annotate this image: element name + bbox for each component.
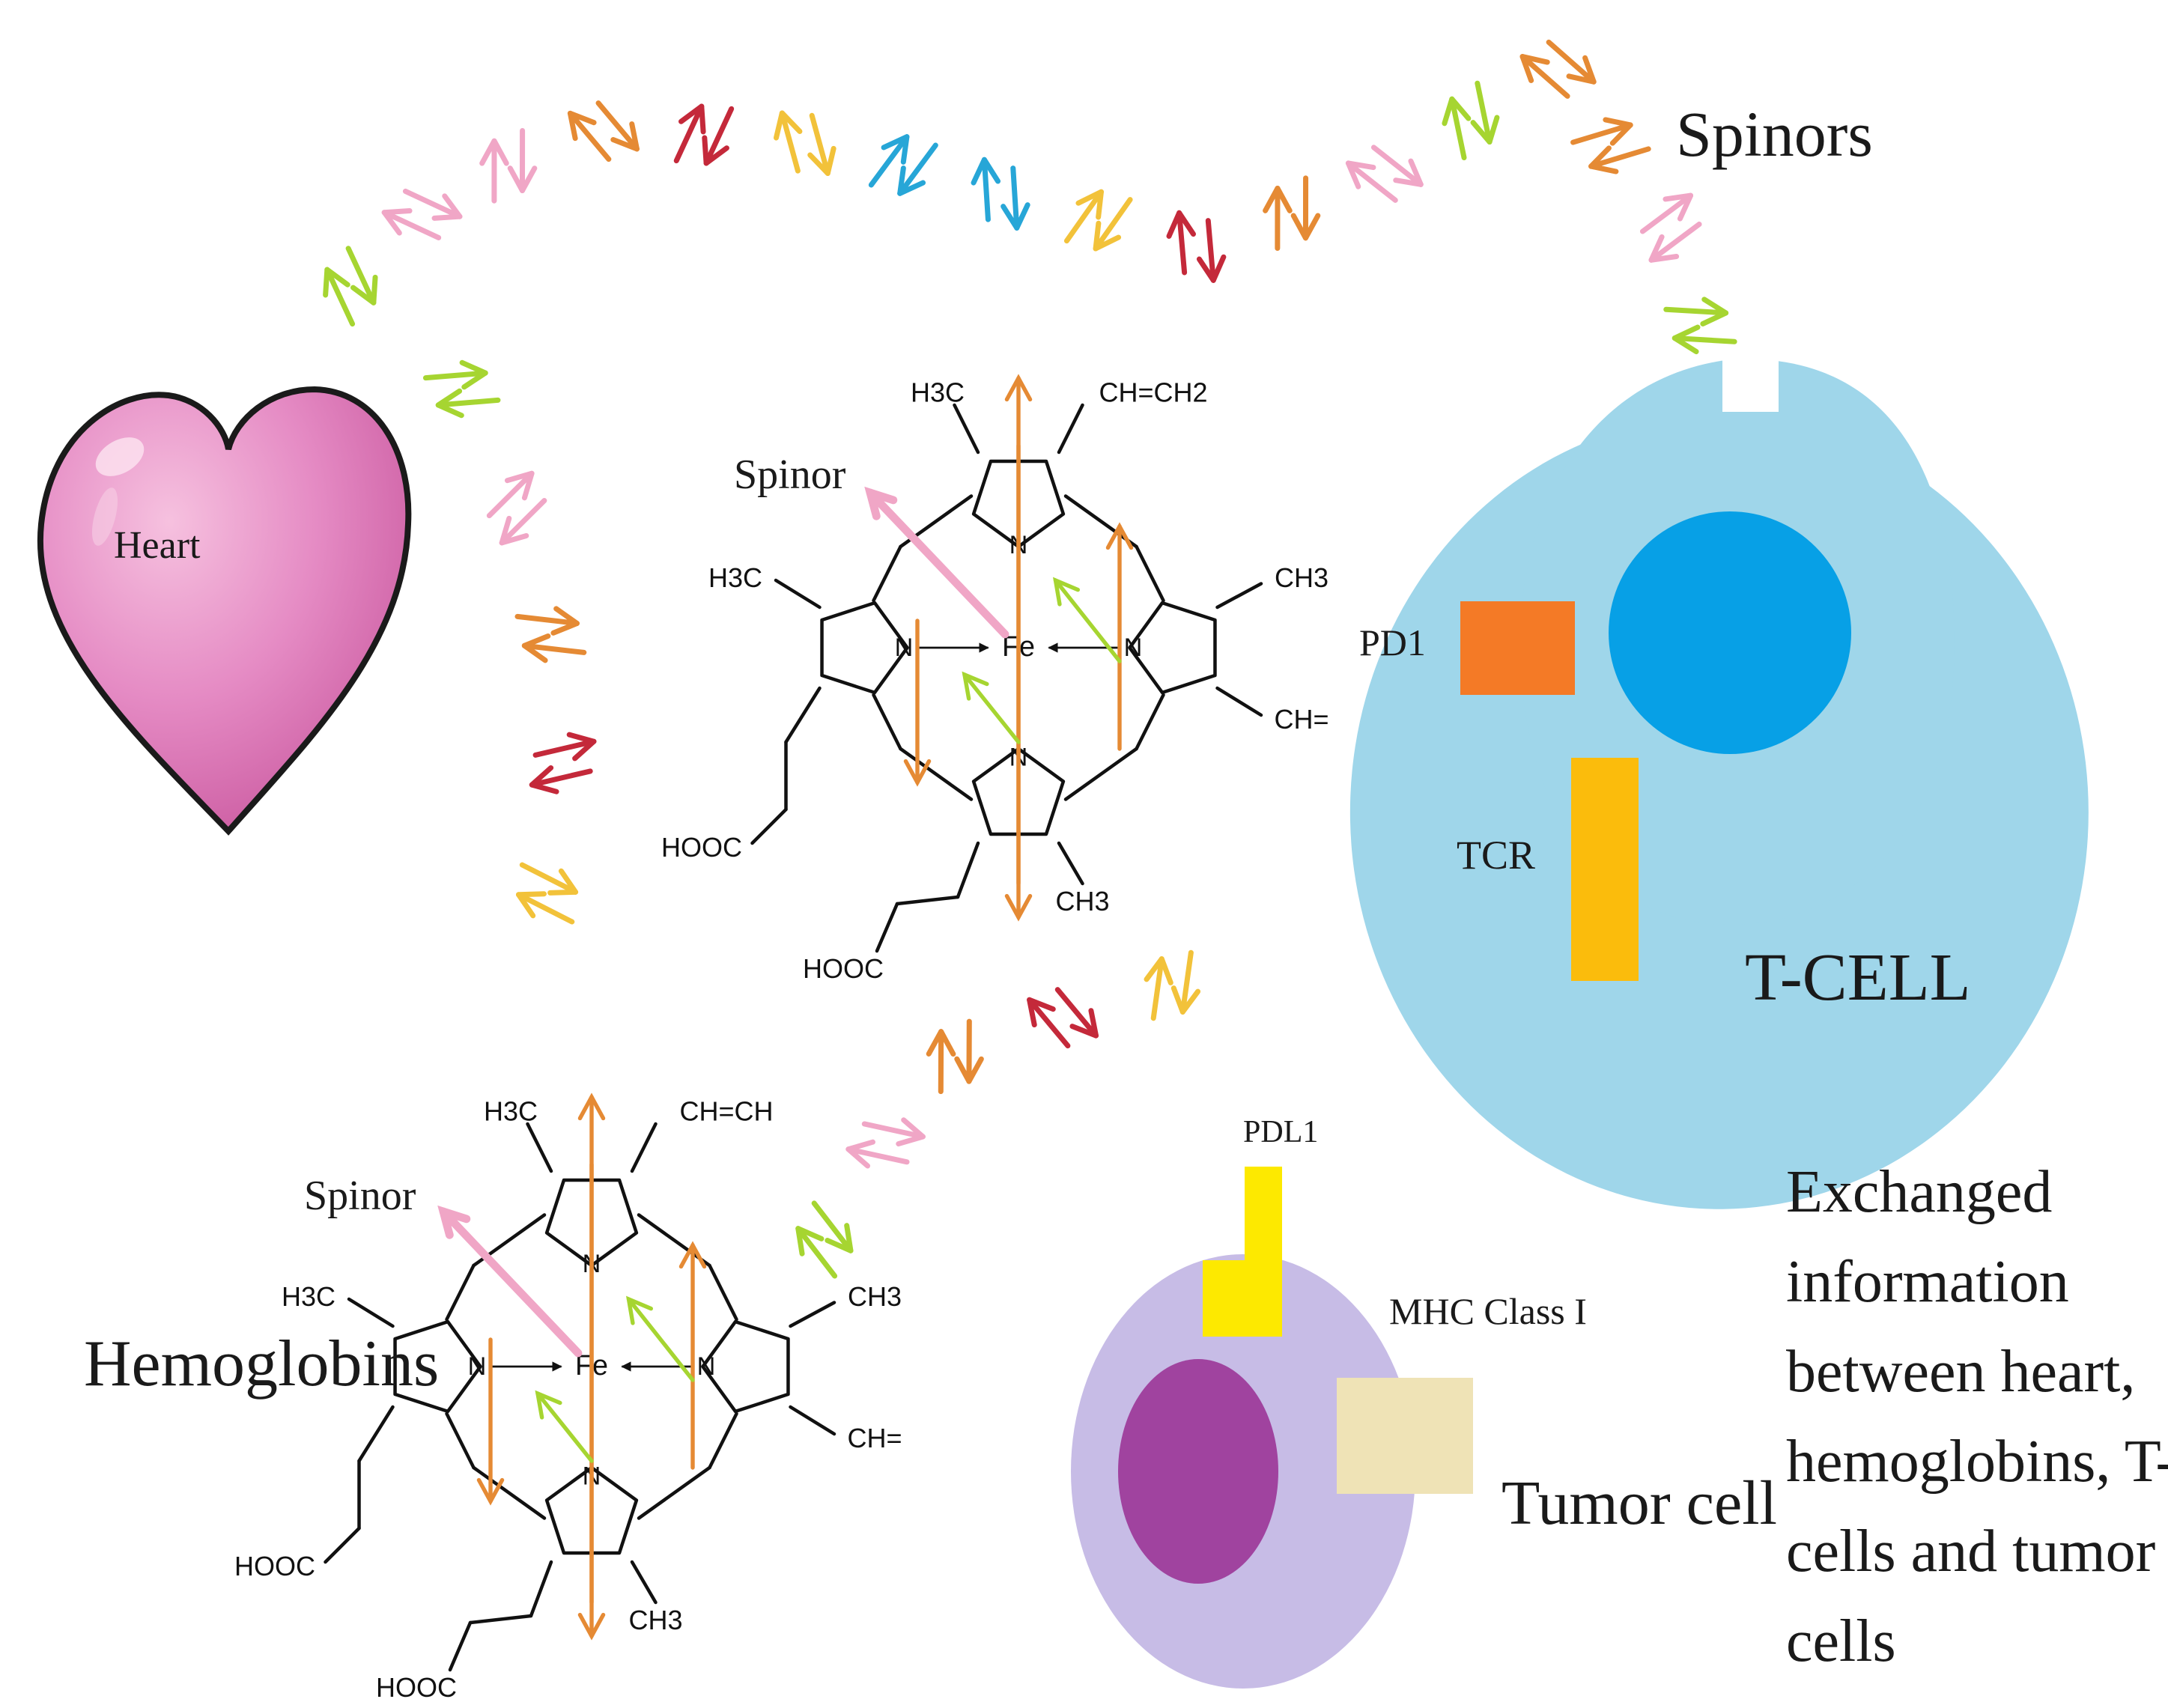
- chem-label: H3C: [282, 1281, 335, 1312]
- spinor-arrow-pair: [845, 1117, 926, 1169]
- pd1-receptor: [1460, 601, 1575, 695]
- caption: Exchanged information between heart, hem…: [1786, 1159, 2168, 1674]
- caption-line-6: cells: [1786, 1608, 1896, 1674]
- chem-label: CH=CH: [679, 1096, 773, 1127]
- chem-label: HOOC: [376, 1672, 457, 1703]
- spinor-arrow-pair: [1166, 210, 1227, 283]
- chem-label: HOOC: [234, 1551, 315, 1581]
- tumor-cell-label: Tumor cell: [1501, 1468, 1777, 1538]
- chem-label: CH3: [628, 1605, 682, 1635]
- spinor-arrow-pair: [673, 103, 735, 166]
- tcr-receptor: [1571, 758, 1639, 981]
- spinor-arrow-pair: [515, 862, 579, 925]
- spinor-arrow-pair: [479, 128, 538, 204]
- chem-label: N: [468, 1352, 487, 1381]
- chem-label: HOOC: [803, 953, 884, 984]
- spinor-label-bottom: Spinor: [304, 1173, 416, 1219]
- chem-label: N: [697, 1352, 716, 1381]
- spinor-arrow-pair: [926, 1018, 984, 1095]
- heart-label: Heart: [114, 524, 201, 567]
- chem-label: CH=: [1274, 704, 1329, 735]
- spinor-arrow-pair: [1063, 189, 1133, 252]
- chem-label: HOOC: [661, 832, 742, 863]
- spinor-arrow-pair: [1027, 987, 1099, 1049]
- spinor-arrow-pair: [1144, 949, 1201, 1021]
- heart-icon: [37, 386, 412, 836]
- spinor-arrow-pair: [1570, 117, 1651, 174]
- spinor-arrow-pair: [1639, 192, 1702, 263]
- spinor-arrow-pair: [773, 110, 836, 176]
- chem-label: H3C: [484, 1096, 538, 1127]
- spinor-arrow-pair: [486, 470, 547, 546]
- chem-label: CH3: [1055, 886, 1109, 917]
- pd1-label: PD1: [1359, 621, 1426, 663]
- chem-label: N: [895, 633, 914, 662]
- tumor-cell: [1071, 1254, 1415, 1689]
- pdl1-label: PDL1: [1243, 1115, 1318, 1149]
- chem-label: CH3: [1275, 562, 1329, 593]
- chem-label: N: [1124, 633, 1143, 662]
- tcr-label: TCR: [1457, 833, 1535, 878]
- chem-label: H3C: [708, 562, 762, 593]
- caption-line-1: Exchanged: [1786, 1159, 2052, 1225]
- spinor-label-top: Spinor: [734, 452, 846, 498]
- spinors-label: Spinors: [1676, 98, 1873, 170]
- t-cell: [1349, 352, 2089, 1209]
- spinor-arrow-pair: [971, 156, 1030, 231]
- caption-line-3: between heart,: [1786, 1339, 2135, 1405]
- t-cell-label: T-CELL: [1745, 940, 1971, 1015]
- tumor-nucleus: [1118, 1359, 1278, 1584]
- spinor-arrow-pair: [1663, 297, 1737, 355]
- spinor-arrow-pair: [1345, 145, 1424, 203]
- chem-label: CH=CH2: [1099, 377, 1207, 408]
- spinor-arrow-pair: [529, 732, 597, 794]
- mhc-label: MHC Class I: [1389, 1290, 1587, 1332]
- caption-line-5: cells and tumor: [1786, 1519, 2155, 1584]
- spinor-arrow-pair: [567, 100, 640, 162]
- spinor-arrow-pair: [381, 188, 463, 240]
- chem-label: CH=: [847, 1423, 902, 1453]
- spinor-arrow-pair: [1263, 175, 1321, 251]
- spinor-arrow-pair: [795, 1200, 854, 1279]
- spinor-arrow-paths: [323, 39, 1737, 1279]
- spinor-arrow-pair: [422, 359, 501, 419]
- spinor-arrow-pair: [323, 246, 378, 327]
- t-cell-nucleus: [1609, 511, 1851, 754]
- caption-line-2: information: [1786, 1249, 2069, 1315]
- pdl1-ligand: [1203, 1167, 1282, 1337]
- chem-label: CH3: [848, 1281, 902, 1312]
- hemoglobins-label: Hemoglobins: [84, 1328, 439, 1400]
- chem-label: H3C: [911, 377, 965, 408]
- spinor-arrow-pair: [1519, 39, 1597, 99]
- mhc-class-i: [1337, 1378, 1473, 1494]
- spinor-arrow-pair: [868, 134, 938, 196]
- spinor-arrow-pair: [1442, 80, 1500, 161]
- caption-line-4: hemoglobins, T-: [1786, 1429, 2168, 1495]
- spinor-arrow-pair: [514, 606, 587, 663]
